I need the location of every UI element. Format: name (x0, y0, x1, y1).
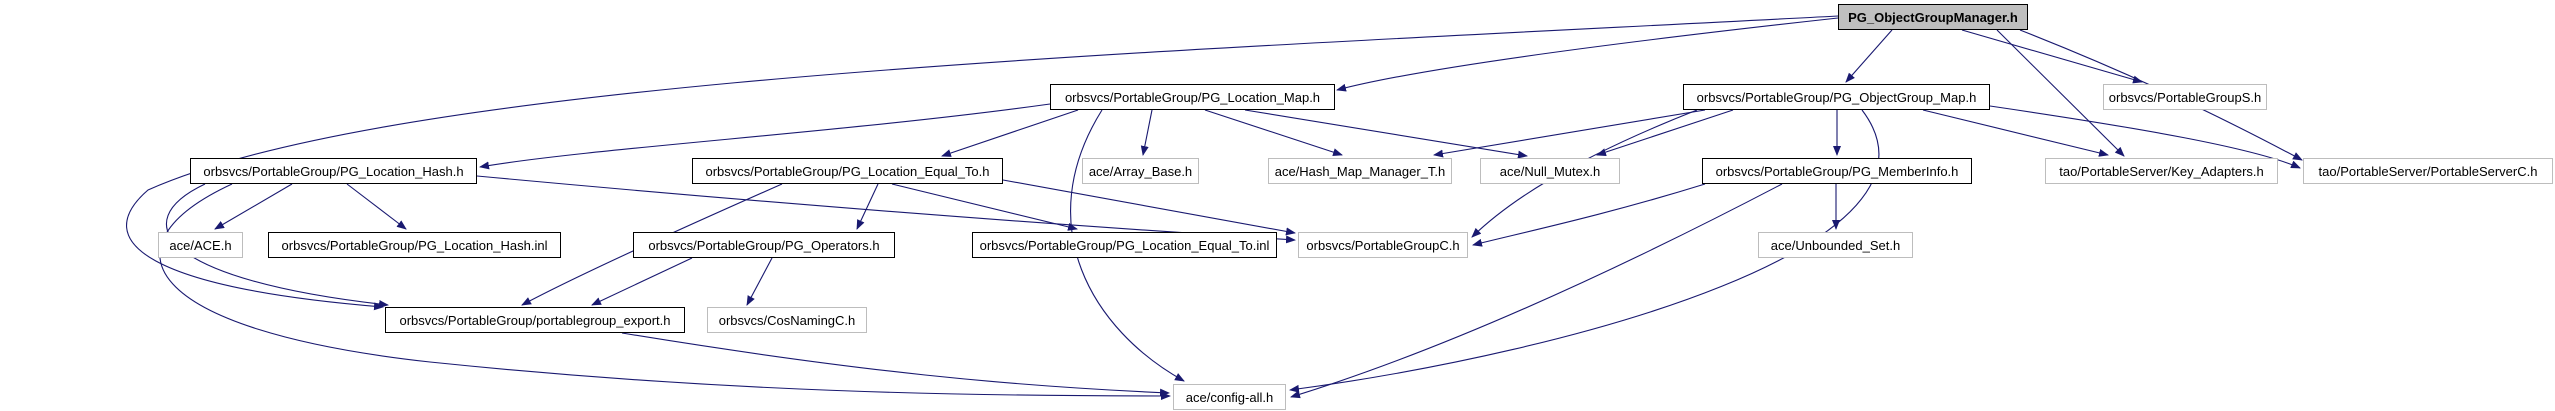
include-edge-loc_map-array (1140, 109, 1153, 156)
include-edge-loc_hash-config (159, 183, 1171, 400)
include-edge-root-loc_map (1336, 17, 1839, 92)
graph-node-unbset[interactable]: ace/Unbounded_Set.h (1758, 232, 1913, 258)
graph-node-keyadapters[interactable]: tao/PortableServer/Key_Adapters.h (2045, 158, 2278, 184)
graph-node-og_map[interactable]: orbsvcs/PortableGroup/PG_ObjectGroup_Map… (1683, 84, 1990, 110)
include-edge-loc_eq-eq_inl (891, 183, 1078, 231)
graph-node-hash_inl[interactable]: orbsvcs/PortableGroup/PG_Location_Hash.i… (268, 232, 561, 258)
graph-node-cosnaming[interactable]: orbsvcs/CosNamingC.h (707, 307, 867, 333)
graph-node-config[interactable]: ace/config-all.h (1173, 384, 1286, 410)
graph-node-pgc[interactable]: orbsvcs/PortableGroupC.h (1298, 232, 1468, 258)
include-edge-og_map-hashmap (1433, 109, 1706, 158)
include-edge-ops-cosnaming (746, 257, 773, 306)
graph-node-pgs[interactable]: orbsvcs/PortableGroupS.h (2103, 84, 2267, 110)
include-edge-loc_hash-ace (214, 183, 293, 230)
include-edge-loc_hash-hash_inl (346, 183, 407, 230)
include-edge-root-pgs (1961, 29, 2143, 84)
include-edge-loc_hash-pgc (476, 175, 1296, 244)
graph-node-ops[interactable]: orbsvcs/PortableGroup/PG_Operators.h (633, 232, 895, 258)
include-edge-loc_eq-export (521, 183, 783, 306)
graph-node-ace[interactable]: ace/ACE.h (158, 232, 243, 258)
graph-node-loc_hash[interactable]: orbsvcs/PortableGroup/PG_Location_Hash.h (190, 158, 477, 184)
graph-node-hashmap[interactable]: ace/Hash_Map_Manager_T.h (1268, 158, 1452, 184)
include-edge-root-og_map (1845, 29, 1893, 83)
graph-node-meminfo[interactable]: orbsvcs/PortableGroup/PG_MemberInfo.h (1702, 158, 1972, 184)
include-edge-loc_map-loc_eq (941, 109, 1079, 157)
graph-node-psc[interactable]: tao/PortableServer/PortableServerC.h (2303, 158, 2553, 184)
include-edge-og_map-nullmutex (1596, 109, 1734, 156)
include-edge-loc_map-config (1070, 109, 1185, 382)
graph-node-nullmutex[interactable]: ace/Null_Mutex.h (1480, 158, 1620, 184)
graph-node-loc_eq[interactable]: orbsvcs/PortableGroup/PG_Location_Equal_… (692, 158, 1003, 184)
graph-node-export[interactable]: orbsvcs/PortableGroup/portablegroup_expo… (385, 307, 685, 333)
graph-node-root[interactable]: PG_ObjectGroupManager.h (1838, 4, 2028, 30)
include-edge-loc_map-hashmap (1204, 109, 1343, 156)
include-edge-loc_map-loc_hash (479, 103, 1051, 170)
include-edge-loc_eq-ops (856, 183, 879, 230)
include-edge-meminfo-pgc (1472, 183, 1706, 247)
include-edge-meminfo-config (1290, 183, 1783, 399)
include-edge-loc_eq-pgc (1002, 179, 1296, 236)
graph-node-eq_inl[interactable]: orbsvcs/PortableGroup/PG_Location_Equal_… (972, 232, 1277, 258)
include-edge-og_map-psc (1989, 105, 2301, 169)
include-edge-root-keyadapters (1996, 29, 2125, 157)
graph-node-array[interactable]: ace/Array_Base.h (1082, 158, 1199, 184)
include-edge-og_map-keyadapters (1922, 109, 2109, 157)
include-edge-export-config (621, 332, 1170, 397)
include-edge-root-export (126, 15, 1839, 311)
include-edge-ops-export (591, 257, 693, 306)
graph-node-loc_map[interactable]: orbsvcs/PortableGroup/PG_Location_Map.h (1050, 84, 1335, 110)
include-edge-loc_map-nullmutex (1244, 109, 1528, 159)
